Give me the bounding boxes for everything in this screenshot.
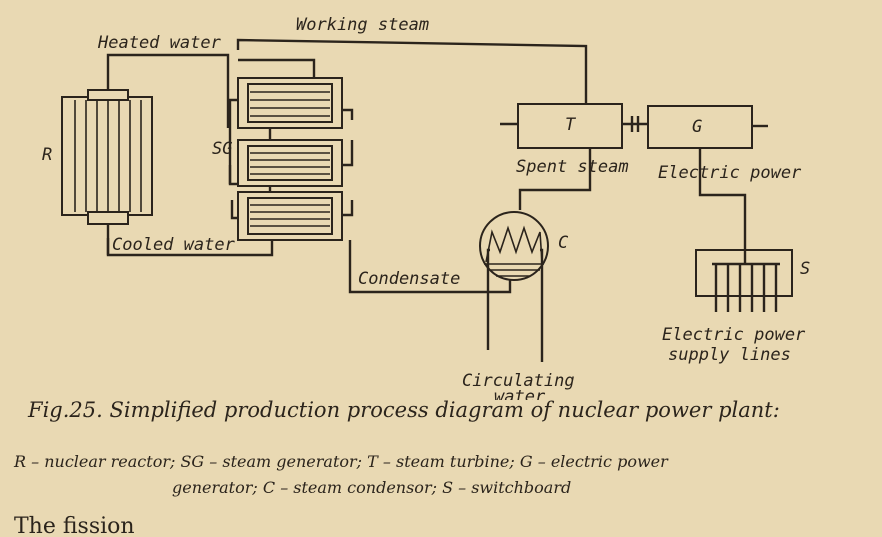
label-condensate: Condensate (358, 269, 460, 289)
primary-circuit-pipes (106, 53, 354, 257)
sg-unit-middle (237, 139, 343, 187)
body-text-fragment: The fission (14, 514, 135, 537)
shaft-coupling (622, 116, 648, 132)
figure-title: Fig.25. Simplified production process di… (28, 398, 780, 422)
circulating-water-pipes (486, 248, 544, 362)
label-steam-generator: SG (212, 139, 232, 159)
label-reactor: R (42, 145, 52, 165)
label-switchboard: S (800, 259, 810, 279)
electric-power-line (698, 148, 747, 232)
label-circulating-2: water (494, 387, 546, 400)
working-steam-pipe (236, 38, 588, 104)
label-supply-lines-1: Electric power (662, 325, 806, 345)
turbine (500, 103, 623, 149)
condensate-pipe (348, 240, 512, 294)
npp-process-diagram: Working steam Heated water R SG T G Spen… (42, 15, 810, 400)
label-working-steam: Working steam (296, 15, 429, 35)
figure-legend-line-2: generator; C – steam condensor; S – swit… (172, 478, 572, 497)
condenser (479, 211, 549, 281)
label-circulating-1: Circulating (462, 371, 575, 391)
label-turbine: T (565, 115, 577, 135)
reactor-core (61, 89, 153, 225)
label-electric-power: Electric power (658, 163, 802, 183)
sg-unit-top (237, 77, 343, 129)
label-heated-water: Heated water (97, 33, 222, 53)
label-cooled-water: Cooled water (112, 235, 236, 255)
switchboard (695, 232, 793, 312)
figure-legend-line-1: R – nuclear reactor; SG – steam generato… (14, 452, 668, 471)
steam-generator (237, 77, 343, 241)
generator (647, 105, 768, 149)
label-generator: G (692, 117, 702, 137)
spent-steam-pipe (518, 148, 592, 210)
sg-unit-bottom (237, 191, 343, 241)
label-spent-steam: Spent steam (516, 157, 629, 177)
label-supply-lines-2: supply lines (668, 345, 791, 365)
label-condenser: C (558, 233, 569, 253)
